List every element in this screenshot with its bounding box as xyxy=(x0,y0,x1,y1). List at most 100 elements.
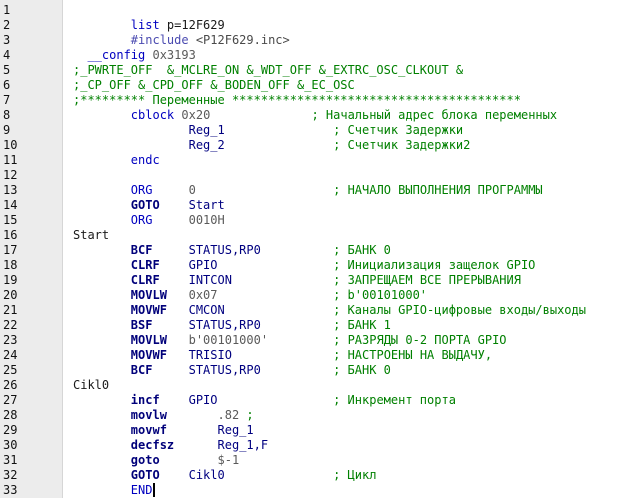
whitespace: p=12F629 xyxy=(159,18,225,32)
code-line-9[interactable]: 9 Reg_1 ; Счетчик Задержки xyxy=(0,123,624,138)
operand-token: TRISIO xyxy=(188,348,232,362)
code-text[interactable]: ;_CP_OFF &_CPD_OFF &_BODEN_OFF &_EC_OSC xyxy=(73,78,355,93)
code-text[interactable]: endc xyxy=(73,153,160,168)
code-text[interactable]: MOVWF CMCON ; Каналы GPIO-цифровые входы… xyxy=(73,303,586,318)
code-line-5[interactable]: 5;_PWRTE_OFF &_MCLRE_ON &_WDT_OFF &_EXTR… xyxy=(0,63,624,78)
code-text[interactable]: Cikl0 xyxy=(73,378,109,393)
line-number: 6 xyxy=(3,78,11,92)
whitespace xyxy=(218,393,334,407)
code-text[interactable]: #include <P12F629.inc> xyxy=(73,33,290,48)
code-text[interactable]: movlw .82 ; xyxy=(73,408,254,423)
code-line-27[interactable]: 27 incf GPIO ; Инкремент порта xyxy=(0,393,624,408)
literal-token: b'00101000' xyxy=(188,333,269,347)
instruction-token: BCF xyxy=(130,363,153,377)
code-line-28[interactable]: 28 movlw .82 ; xyxy=(0,408,624,423)
code-text[interactable]: decfsz Reg_1,F xyxy=(73,438,268,453)
whitespace xyxy=(167,333,189,347)
comment-token: ; Каналы GPIO-цифровые входы/выходы xyxy=(333,303,586,317)
code-text[interactable]: ORG 0010H xyxy=(73,213,225,228)
code-text[interactable]: MOVLW b'00101000' ; РАЗРЯДЫ 0-2 ПОРТА GP… xyxy=(73,333,507,348)
code-line-23[interactable]: 23 MOVLW b'00101000' ; РАЗРЯДЫ 0-2 ПОРТА… xyxy=(0,333,624,348)
code-text[interactable]: cblock 0x20 ; Начальный адрес блока пере… xyxy=(73,108,557,123)
code-line-24[interactable]: 24 MOVWF TRISIO ; НАСТРОЕНЫ НА ВЫДАЧУ, xyxy=(0,348,624,363)
code-line-33[interactable]: 33 END xyxy=(0,483,624,498)
comment-token: ;_CP_OFF &_CPD_OFF &_BODEN_OFF &_EC_OSC xyxy=(73,78,355,92)
code-text[interactable]: list p=12F629 xyxy=(73,18,225,33)
line-number: 4 xyxy=(3,48,11,62)
code-text[interactable]: Reg_2 ; Счетчик Задержки2 xyxy=(73,138,471,153)
code-text[interactable]: MOVWF TRISIO ; НАСТРОЕНЫ НА ВЫДАЧУ, xyxy=(73,348,492,363)
code-line-22[interactable]: 22 BSF STATUS,RP0 ; БАНК 1 xyxy=(0,318,624,333)
whitespace xyxy=(73,123,189,137)
keyword-token: cblock xyxy=(130,108,175,122)
code-line-2[interactable]: 2 list p=12F629 xyxy=(0,18,624,33)
code-line-26[interactable]: 26 Cikl0 xyxy=(0,378,624,393)
code-text[interactable]: Start xyxy=(73,228,109,243)
literal-token: 0x07 xyxy=(188,288,218,302)
instruction-token: MOVLW xyxy=(130,333,167,347)
line-number: 27 xyxy=(3,393,18,407)
code-text[interactable]: ORG 0 ; НАЧАЛО ВЫПОЛНЕНИЯ ПРОГРАММЫ xyxy=(73,183,543,198)
code-line-19[interactable]: 19 CLRF INTCON ; ЗАПРЕЩАЕМ ВСЕ ПРЕРЫВАНИ… xyxy=(0,273,624,288)
whitespace xyxy=(73,423,131,437)
instruction-token: GOTO xyxy=(130,468,160,482)
comment-token: ; b'00101000' xyxy=(333,288,428,302)
code-text[interactable]: GOTO Start xyxy=(73,198,225,213)
code-text[interactable]: ;_PWRTE_OFF &_MCLRE_ON &_WDT_OFF &_EXTRC… xyxy=(73,63,463,78)
code-text[interactable]: CLRF INTCON ; ЗАПРЕЩАЕМ ВСЕ ПРЕРЫВАНИЯ xyxy=(73,273,521,288)
code-line-8[interactable]: 8 cblock 0x20 ; Начальный адрес блока пе… xyxy=(0,108,624,123)
code-text[interactable]: incf GPIO ; Инкремент порта xyxy=(73,393,456,408)
operand-token: STATUS,RP0 xyxy=(188,363,261,377)
code-text[interactable]: MOVLW 0x07 ; b'00101000' xyxy=(73,288,427,303)
line-number: 31 xyxy=(3,453,18,467)
code-line-25[interactable]: 25 BCF STATUS,RP0 ; БАНК 0 xyxy=(0,363,624,378)
line-number: 10 xyxy=(3,138,18,152)
code-line-14[interactable]: 14 GOTO Start xyxy=(0,198,624,213)
code-line-4[interactable]: 4 __config 0x3193 xyxy=(0,48,624,63)
code-line-18[interactable]: 18 CLRF GPIO ; Инициализация защелок GPI… xyxy=(0,258,624,273)
code-line-31[interactable]: 31 goto $-1 xyxy=(0,453,624,468)
comment-token: ; Счетчик Задержки2 xyxy=(333,138,471,152)
code-line-30[interactable]: 30 decfsz Reg_1,F xyxy=(0,438,624,453)
line-number: 26 xyxy=(3,378,18,392)
code-line-29[interactable]: 29 movwf Reg_1 xyxy=(0,423,624,438)
code-text[interactable]: BCF STATUS,RP0 ; БАНК 0 xyxy=(73,243,391,258)
code-text[interactable]: goto $-1 xyxy=(73,453,239,468)
operand-token: Cikl0 xyxy=(188,468,225,482)
operand-token: CMCON xyxy=(188,303,225,317)
line-number: 16 xyxy=(3,228,18,242)
operand-token: GPIO xyxy=(188,393,218,407)
line-number: 21 xyxy=(3,303,18,317)
code-line-16[interactable]: 16 Start xyxy=(0,228,624,243)
code-line-3[interactable]: 3 #include <P12F629.inc> xyxy=(0,33,624,48)
code-line-32[interactable]: 32 GOTO Cikl0 ; Цикл xyxy=(0,468,624,483)
code-text[interactable]: movwf Reg_1 xyxy=(73,423,254,438)
code-text[interactable]: CLRF GPIO ; Инициализация защелок GPIO xyxy=(73,258,536,273)
code-text[interactable]: BCF STATUS,RP0 ; БАНК 0 xyxy=(73,363,391,378)
code-line-7[interactable]: 7;********* Переменные *****************… xyxy=(0,93,624,108)
instruction-token: incf xyxy=(130,393,160,407)
code-line-17[interactable]: 17 BCF STATUS,RP0 ; БАНК 0 xyxy=(0,243,624,258)
code-text[interactable]: __config 0x3193 xyxy=(73,48,195,63)
code-line-11[interactable]: 11 endc xyxy=(0,153,624,168)
whitespace xyxy=(167,408,218,422)
code-text[interactable]: Reg_1 ; Счетчик Задержки xyxy=(73,123,464,138)
code-line-6[interactable]: 6 ;_CP_OFF &_CPD_OFF &_BODEN_OFF &_EC_OSC xyxy=(0,78,624,93)
code-line-15[interactable]: 15 ORG 0010H xyxy=(0,213,624,228)
code-line-13[interactable]: 13 ORG 0 ; НАЧАЛО ВЫПОЛНЕНИЯ ПРОГРАММЫ xyxy=(0,183,624,198)
code-line-21[interactable]: 21 MOVWF CMCON ; Каналы GPIO-цифровые вх… xyxy=(0,303,624,318)
code-line-1[interactable]: 1 xyxy=(0,3,624,18)
line-number: 30 xyxy=(3,438,18,452)
operand-token: Reg_1,F xyxy=(217,438,269,452)
code-text[interactable]: BSF STATUS,RP0 ; БАНК 1 xyxy=(73,318,391,333)
code-line-10[interactable]: 10 Reg_2 ; Счетчик Задержки2 xyxy=(0,138,624,153)
line-number: 13 xyxy=(3,183,18,197)
code-text[interactable]: END xyxy=(73,483,156,498)
code-line-20[interactable]: 20 MOVLW 0x07 ; b'00101000' xyxy=(0,288,624,303)
whitespace xyxy=(73,273,131,287)
whitespace xyxy=(73,108,131,122)
code-line-12[interactable]: 12 xyxy=(0,168,624,183)
code-text[interactable]: ;********* Переменные ******************… xyxy=(73,93,521,108)
code-text[interactable]: GOTO Cikl0 ; Цикл xyxy=(73,468,377,483)
